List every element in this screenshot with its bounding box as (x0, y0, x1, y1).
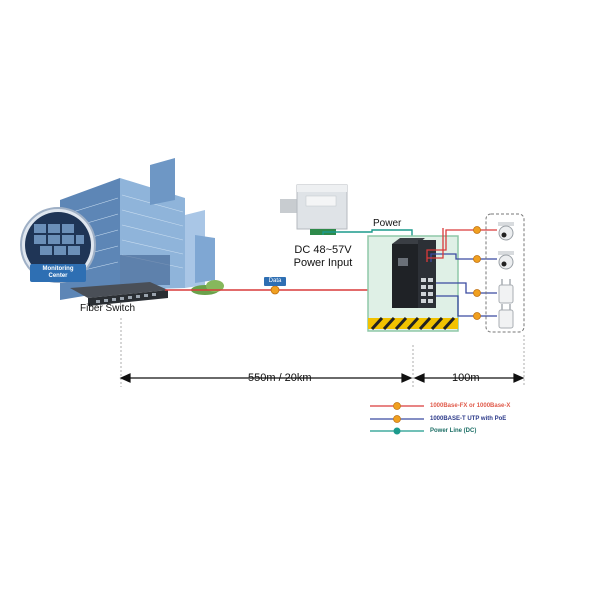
fiber-switch-icon (70, 282, 168, 306)
power-line (322, 229, 413, 238)
legend-swatches (370, 402, 424, 435)
data-badge: Data (264, 277, 286, 286)
legend-power: Power Line (DC) (430, 428, 477, 434)
fiber-switch-label: Fiber Switch (80, 303, 136, 314)
ip-camera-icon (498, 251, 514, 270)
access-point-icon (498, 304, 514, 329)
industrial-switch-icon (392, 238, 436, 308)
access-point-icon (498, 279, 514, 304)
distance-copper-label: 100m (452, 372, 480, 384)
monitoring-center-label: Monitoring Center (32, 266, 84, 280)
ip-camera-icon (498, 222, 514, 241)
power-label: Power (373, 218, 402, 229)
monitoring-label-line1: Monitoring (42, 266, 74, 272)
dc-power-label: DC 48~57V Power Input (288, 244, 358, 270)
dc-power-line1: DC 48~57V (294, 244, 352, 256)
distance-guides (120, 318, 525, 387)
distance-fiber-label: 550m / 20km (248, 372, 312, 384)
legend-utp: 1000BASE-T UTP with PoE (430, 416, 507, 422)
legend-fiber: 1000Base-FX or 1000Base-X (430, 403, 511, 409)
monitoring-label-line2: Center (48, 273, 68, 279)
power-supply-icon (280, 184, 348, 235)
distance-arrows (119, 373, 525, 383)
dc-power-line2: Power Input (293, 257, 353, 269)
utp-node-dots (473, 226, 481, 320)
monitoring-center-icon (20, 207, 96, 283)
fiber-node-dot (270, 285, 280, 295)
endpoint-group (485, 213, 525, 333)
